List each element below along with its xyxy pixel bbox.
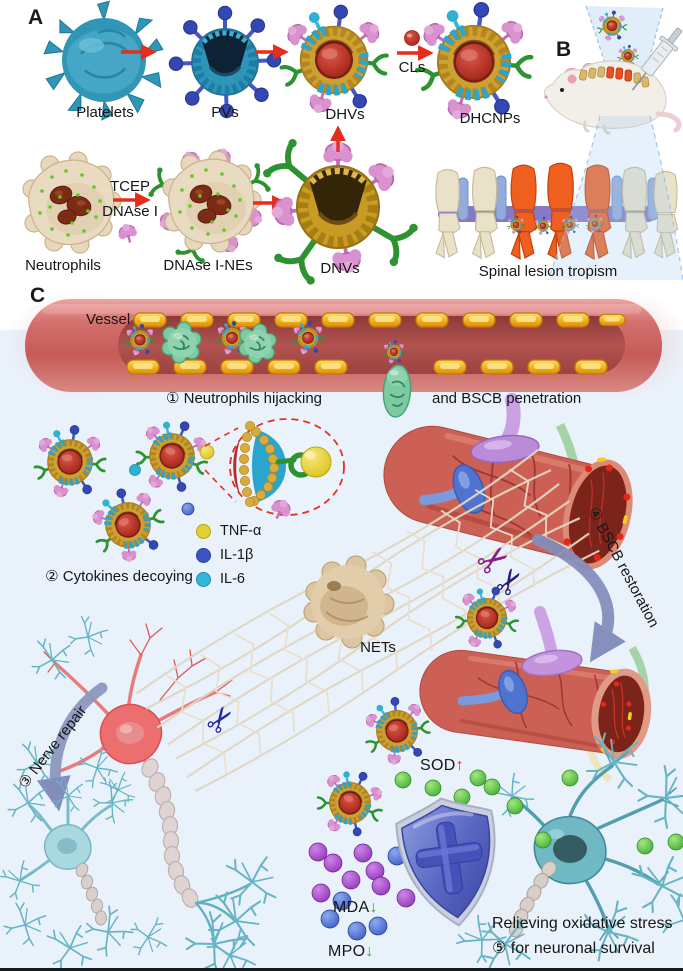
figure-bottom-border <box>0 968 683 971</box>
astrocyte-endfoot-blue <box>457 669 528 715</box>
step1-right-label: and BSCB penetration <box>432 390 582 407</box>
sod-marker: SOD↑ <box>420 757 464 774</box>
vessel-label: Vessel <box>86 311 131 328</box>
platelets-label: Platelets <box>76 104 134 121</box>
healthy-neuron-large-icon <box>450 732 683 971</box>
mda-marker: MDA↓ <box>333 899 378 916</box>
neutrophils-label: Neutrophils <box>25 257 101 274</box>
inset-dashed-circle <box>229 418 345 516</box>
nerve-repair-arrow <box>36 682 108 812</box>
captured-tnf-icon <box>199 444 215 460</box>
dendrite-tuft-icon <box>0 898 49 949</box>
step1-left-label: ① Neutrophils hijacking <box>166 390 323 407</box>
legend-label: TNF-α <box>220 523 262 539</box>
tnf-dot-icon <box>196 523 211 539</box>
captured-il6-icon <box>129 464 141 476</box>
dnvs-label: DNVs <box>320 260 360 277</box>
dnase-nes-label: DNAse I-NEs <box>163 257 253 274</box>
legend-row-il1b: IL-1β <box>196 543 261 567</box>
bscb-restoration-arrow <box>532 534 626 663</box>
dnase-molecule-icon <box>114 220 141 247</box>
nets-label: NETs <box>360 639 396 656</box>
free-nanoparticle-icon <box>82 478 173 572</box>
syringe-icon <box>631 27 683 91</box>
dhv-vesicle-icon <box>282 4 387 116</box>
nets-neutrophil-icon <box>303 555 395 649</box>
injured-neuron-icon <box>31 612 283 971</box>
astrocyte-endfoot-blue <box>419 464 486 514</box>
panel-c-label: C <box>30 284 46 307</box>
membrane-inset <box>204 418 345 525</box>
legend-row-il6: IL-6 <box>196 567 261 591</box>
step5-line1-label: Relieving oxidative stress <box>492 915 673 932</box>
free-nanoparticle-icon <box>309 761 391 846</box>
sod-up-arrow-icon: ↑ <box>455 757 464 774</box>
panel-b-art <box>435 5 683 281</box>
legend-row-tnf: TNF-α <box>196 519 261 543</box>
pvs-label: PVs <box>211 104 239 121</box>
astrocyte-endfoot-purple <box>470 393 540 464</box>
cl-ball-icon <box>404 30 420 46</box>
vessel-art <box>5 290 683 418</box>
dendrite-tuft-icon <box>64 612 111 660</box>
panel-b-label: B <box>556 38 572 61</box>
panel-a-art <box>22 0 531 286</box>
mouse-spine-overlay <box>578 66 650 88</box>
myelinated-axon <box>141 758 199 908</box>
dendrite-tuft-icon <box>39 918 97 971</box>
vertebrae-art <box>435 162 679 260</box>
dhvs-label: DHVs <box>325 106 365 123</box>
platelet-cell-icon <box>42 0 165 122</box>
legend-label: IL-1β <box>220 547 254 563</box>
injection-beam-lower <box>548 116 683 280</box>
healthy-neuron-small-icon <box>0 776 139 961</box>
shield-icon <box>395 797 496 927</box>
mpo-down-arrow-icon: ↓ <box>365 943 374 960</box>
captured-il1b-icon <box>181 502 195 516</box>
mda-down-arrow-icon: ↓ <box>369 899 378 916</box>
cytokine-legend: TNF-α IL-1β IL-6 <box>196 519 261 591</box>
il1b-dot-icon <box>196 547 211 563</box>
free-nanoparticle-icon <box>35 425 105 500</box>
mda-dots <box>308 842 416 908</box>
dnase1-label: DNAse I <box>102 203 158 220</box>
legend-label: IL-6 <box>220 571 245 587</box>
tnf-ball-icon <box>300 446 332 478</box>
spinal-caption: Spinal lesion tropism <box>478 263 618 280</box>
step2-label: ② Cytokines decoying <box>45 568 193 585</box>
axon-terminal-tree <box>176 848 283 971</box>
panel-a-label: A <box>28 6 44 29</box>
penetrating-neutrophil-icon <box>382 364 412 418</box>
astrocyte-endfoot-purple <box>521 606 583 677</box>
tcep-label: TCEP <box>109 178 150 195</box>
mpo-marker: MPO↓ <box>328 943 374 960</box>
mouse-icon <box>543 60 682 135</box>
inset-core-sliver <box>233 440 240 494</box>
dendrite-tuft-icon <box>124 911 173 960</box>
dhcnps-label: DHCNPs <box>459 110 521 127</box>
step5-line2-label: ⑤ for neuronal survival <box>492 940 655 957</box>
cls-label: CLs <box>398 59 426 76</box>
pv-vesicle-icon <box>169 6 281 118</box>
il6-dot-icon <box>196 571 211 587</box>
